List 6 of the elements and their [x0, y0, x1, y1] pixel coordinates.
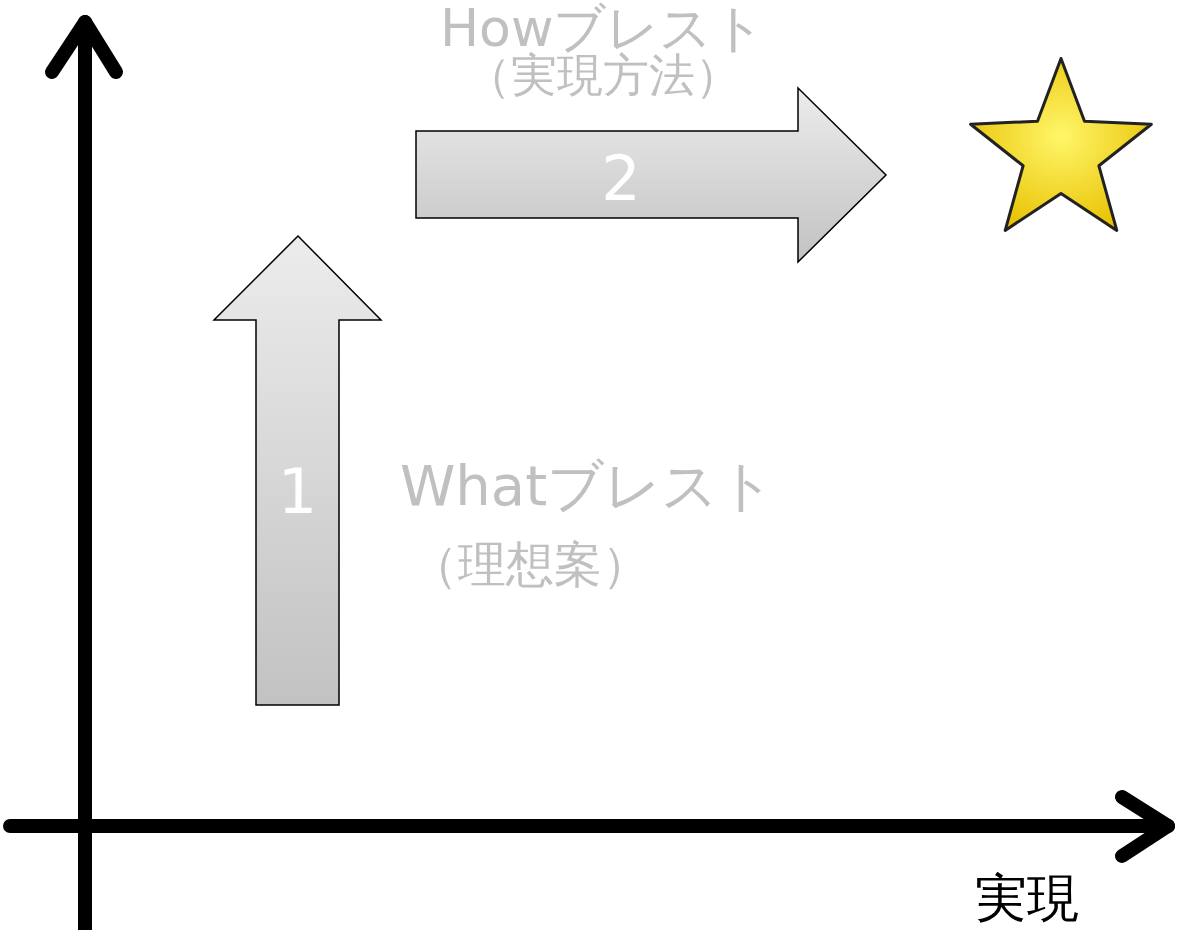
step-label: Howブレスト	[440, 2, 766, 54]
step-label: Whatブレスト	[400, 458, 776, 514]
block-arrow	[214, 236, 381, 705]
step-label: （理想案）	[410, 540, 650, 588]
axis-label: 実現	[975, 872, 1079, 924]
step-label: （実現方法）	[465, 52, 741, 98]
